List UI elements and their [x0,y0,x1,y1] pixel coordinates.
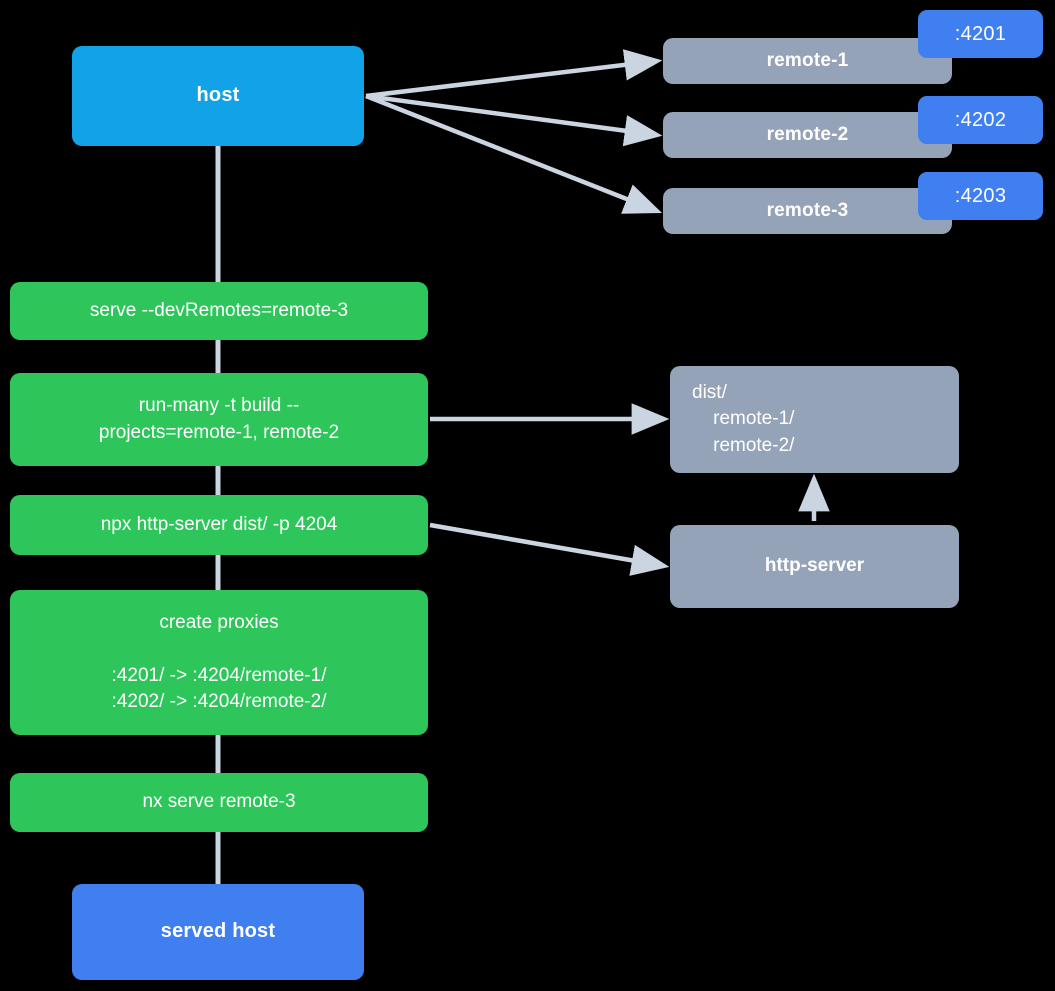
node-http-server-label: http-server [764,555,865,577]
badge-remote-3-port-label: :4203 [954,184,1007,207]
node-remote-1[interactable]: remote-1 [663,38,952,84]
node-command-create-proxies-label: create proxies :4201/ -> :4204/remote-1/… [111,612,327,712]
badge-remote-2-port[interactable]: :4202 [918,96,1043,144]
node-command-run-many-build[interactable]: run-many -t build -- projects=remote-1, … [10,373,428,466]
node-dist-output-label: dist/ remote-1/ remote-2/ [692,382,795,456]
node-remote-2-label: remote-2 [766,123,849,145]
node-remote-2[interactable]: remote-2 [663,112,952,158]
node-host[interactable]: host [72,46,364,146]
badge-remote-3-port[interactable]: :4203 [918,172,1043,220]
node-served-host[interactable]: served host [72,884,364,980]
edge-host-to-remote-2 [365,93,663,147]
badge-remote-1-port-label: :4201 [954,22,1007,45]
badge-remote-1-port[interactable]: :4201 [918,10,1043,58]
node-command-serve-devremotes[interactable]: serve --devRemotes=remote-3 [10,282,428,340]
edge-npx-to-httpserver [429,522,670,576]
node-command-serve-devremotes-label: serve --devRemotes=remote-3 [89,299,349,321]
node-dist-output[interactable]: dist/ remote-1/ remote-2/ [670,366,959,473]
node-remote-3[interactable]: remote-3 [663,188,952,234]
node-served-host-label: served host [160,920,276,943]
node-command-nx-serve-remote-3[interactable]: nx serve remote-3 [10,773,428,832]
node-command-npx-http-server-label: npx http-server dist/ -p 4204 [100,513,338,535]
edge-host-to-remote-1 [365,49,663,99]
edge-host-to-remote-3 [365,93,663,214]
node-command-create-proxies[interactable]: create proxies :4201/ -> :4204/remote-1/… [10,590,428,735]
badge-remote-2-port-label: :4202 [954,108,1007,131]
node-http-server[interactable]: http-server [670,525,959,608]
node-command-nx-serve-remote-3-label: nx serve remote-3 [142,791,296,813]
node-remote-1-label: remote-1 [766,49,849,71]
node-host-label: host [196,84,240,107]
node-remote-3-label: remote-3 [766,199,849,221]
node-command-run-many-build-label: run-many -t build -- projects=remote-1, … [98,395,340,443]
node-command-npx-http-server[interactable]: npx http-server dist/ -p 4204 [10,495,428,555]
